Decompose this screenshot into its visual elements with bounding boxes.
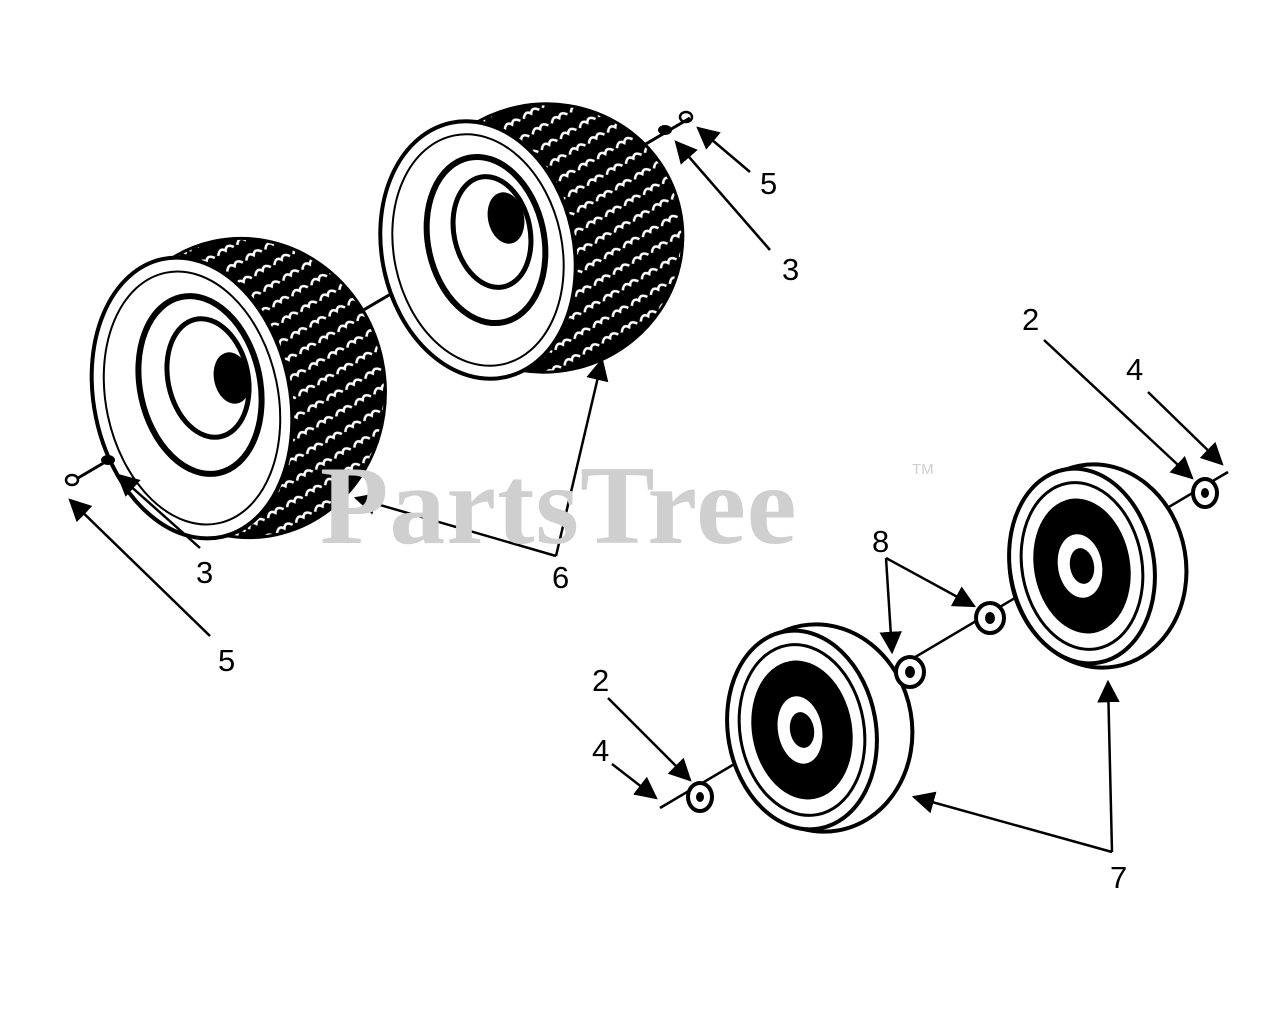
front-wheel-left xyxy=(725,622,915,834)
callout-6: 6 xyxy=(552,560,570,595)
leader-lines xyxy=(68,126,1224,854)
rear-wheel-front xyxy=(89,236,387,541)
front-wheel-right xyxy=(1007,462,1189,670)
callout-2-right: 2 xyxy=(1022,302,1040,337)
callout-8: 8 xyxy=(872,524,890,559)
callout-4-left: 4 xyxy=(592,733,610,768)
watermark-brand: PartsTree xyxy=(320,444,798,568)
callout-5-left: 5 xyxy=(218,643,236,678)
callout-3-top: 3 xyxy=(782,252,800,287)
rear-hardware xyxy=(64,110,694,487)
callout-5-top: 5 xyxy=(760,166,778,201)
watermark-trademark: TM xyxy=(912,461,934,478)
callout-3-left: 3 xyxy=(196,555,214,590)
callout-2-left: 2 xyxy=(592,663,610,698)
rear-wheel-back xyxy=(378,102,685,381)
callout-7: 7 xyxy=(1110,860,1128,895)
callout-4-right: 4 xyxy=(1126,352,1144,387)
front-hardware xyxy=(686,477,1219,813)
